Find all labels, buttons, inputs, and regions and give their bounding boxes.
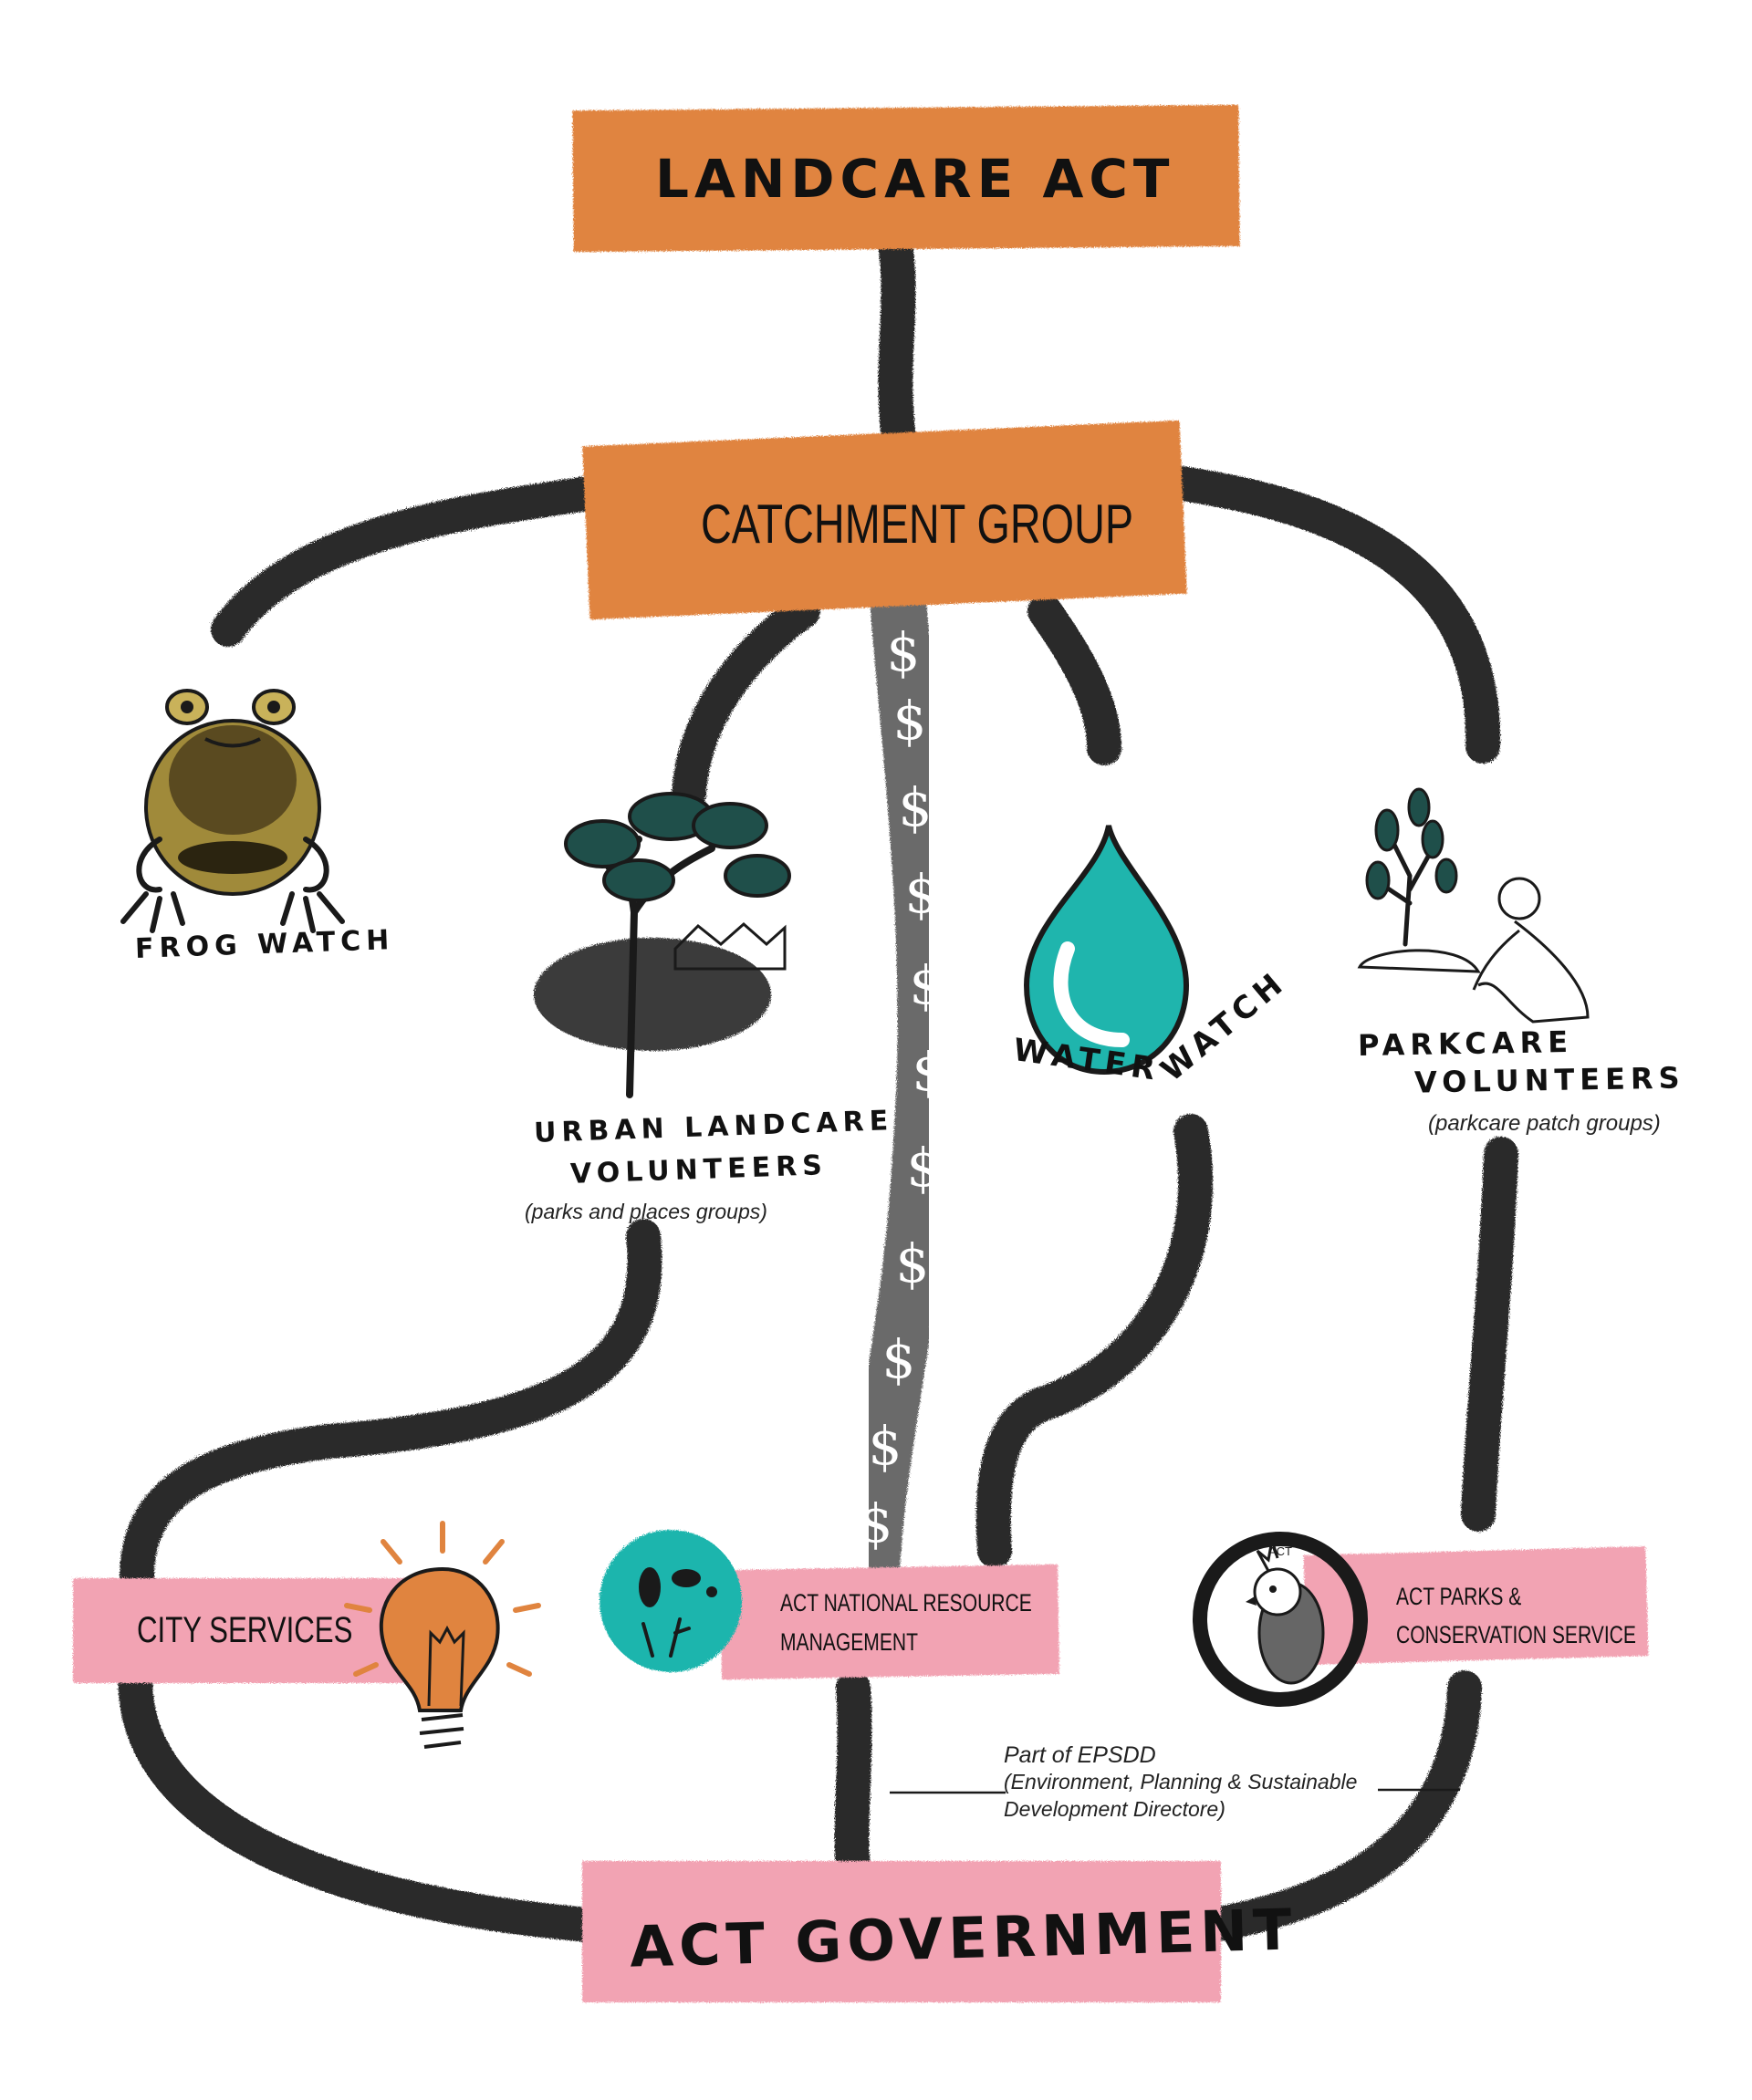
- parks-label-line2: CONSERVATION SERVICE: [1396, 1621, 1636, 1648]
- water-drop-icon: [1023, 825, 1190, 1076]
- parks-label-line1: ACT PARKS &: [1396, 1583, 1522, 1610]
- city-services-label: CITY SERVICES: [137, 1610, 353, 1650]
- epsdd-bracket: [890, 1788, 1460, 1794]
- epsdd-note-line2: (Environment, Planning & Sustainable: [1004, 1770, 1358, 1793]
- road-catchment-to-parkcare: [1164, 466, 1501, 765]
- epsdd-note-line3: Development Directore): [1004, 1797, 1225, 1821]
- epsdd-note-line1: Part of EPSDD: [1004, 1742, 1156, 1768]
- road-catchment-to-water: [1027, 594, 1121, 765]
- lightbulb-icon: [344, 1521, 541, 1749]
- dollar-sign: $: [907, 1137, 941, 1199]
- banner-city-services: [73, 1578, 411, 1683]
- dollar-sign: $: [869, 1415, 902, 1477]
- road-city-to-govt: [118, 1643, 606, 1942]
- landcare-act-label: LANDCARE ACT: [655, 148, 1175, 210]
- dollar-sign: $: [887, 621, 921, 683]
- urban-landcare-note: (parks and places groups): [525, 1200, 767, 1223]
- banner-landcare-act: [572, 104, 1240, 253]
- banner-act-government: [582, 1861, 1221, 2002]
- dollar-sign: $: [910, 954, 944, 1016]
- road-landcare-to-catchment: [878, 234, 916, 455]
- road-catchment-to-urban: [672, 594, 820, 811]
- money-symbols: $ $ $ $ $ $ $ $ $ $ $: [860, 621, 946, 1554]
- logo-text: ACT: [1268, 1544, 1292, 1558]
- banner-parks: [1303, 1546, 1649, 1665]
- road-catchment-to-frog: [211, 475, 610, 647]
- tree-icon: [534, 792, 791, 1098]
- connector-roads: [118, 234, 1518, 1942]
- road-nrm-to-govt: [834, 1670, 872, 1887]
- frog-icon: [120, 689, 345, 933]
- parkcare-note: (parkcare patch groups): [1428, 1111, 1661, 1136]
- road-water-to-nrm: [975, 1114, 1214, 1568]
- dollar-sign: $: [893, 690, 927, 752]
- nrm-label-line2: MANAGEMENT: [780, 1628, 918, 1656]
- dollar-sign: $: [896, 1232, 930, 1294]
- footprint-badge-icon: [600, 1530, 742, 1672]
- money-road: [843, 583, 954, 1597]
- parkcare-label-line1: PARKCARE: [1357, 1024, 1574, 1064]
- road-parkcare-to-parks: [1461, 1137, 1518, 1532]
- banner-nrm: [719, 1564, 1060, 1680]
- road-urban-to-city: [120, 1219, 662, 1596]
- road-parks-to-govt: [1196, 1670, 1482, 1942]
- dollar-sign: $: [882, 1328, 916, 1390]
- dollar-sign: $: [899, 776, 933, 838]
- dollar-sign: $: [905, 863, 939, 925]
- dollar-sign: $: [912, 1041, 946, 1103]
- dollar-sign: $: [860, 1492, 893, 1554]
- catchment-group-label: CATCHMENT GROUP: [701, 494, 1134, 555]
- banner-catchment-group: [582, 420, 1187, 620]
- gardener-icon: [1357, 787, 1590, 1024]
- cockatoo-logo-icon: ACT: [1193, 1532, 1368, 1707]
- nrm-label-line1: ACT NATIONAL RESOURCE: [780, 1589, 1032, 1617]
- parkcare-label-line2: VOLUNTEERS: [1413, 1060, 1685, 1100]
